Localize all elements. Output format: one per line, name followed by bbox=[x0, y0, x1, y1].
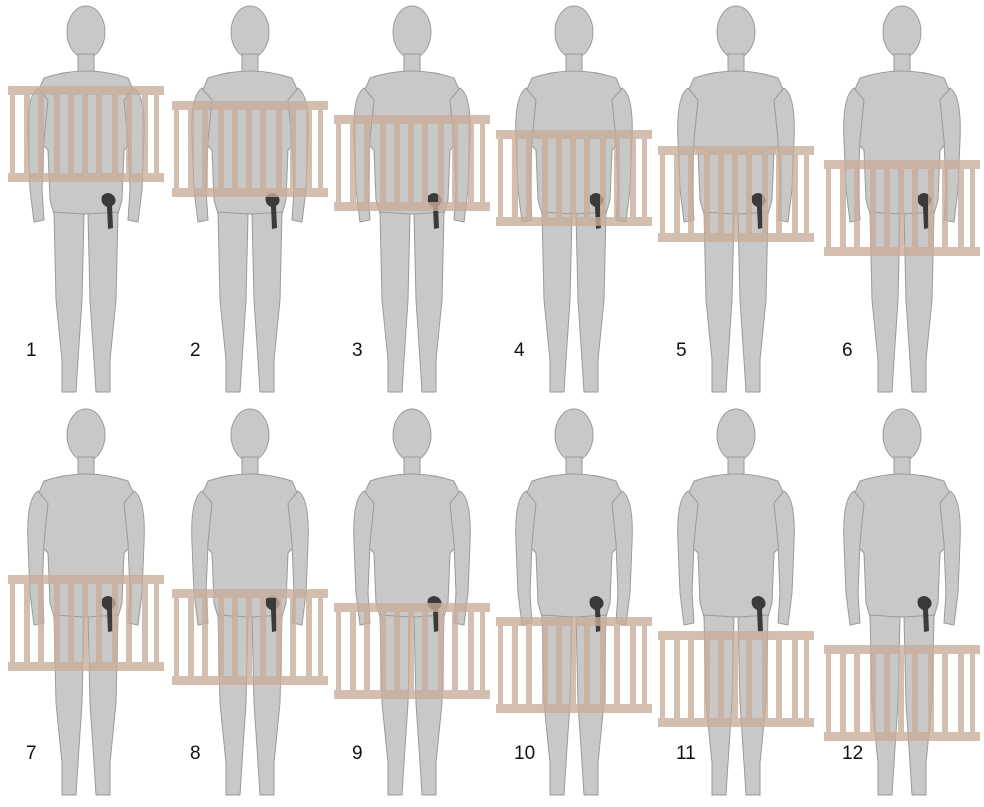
panel: 9 bbox=[330, 403, 494, 806]
panel: 11 bbox=[654, 403, 818, 806]
detector-frame bbox=[824, 645, 980, 741]
detector-frame bbox=[658, 631, 814, 727]
panel-number-label: 5 bbox=[676, 340, 687, 362]
panel-number-label: 9 bbox=[352, 743, 363, 765]
panel-number-label: 2 bbox=[190, 340, 201, 362]
body-silhouette bbox=[678, 409, 795, 795]
panel-number-label: 1 bbox=[26, 340, 37, 362]
panel: 12 bbox=[820, 403, 984, 806]
panel-number-label: 6 bbox=[842, 340, 853, 362]
detector-frame bbox=[334, 603, 490, 699]
detector-frame bbox=[496, 617, 652, 713]
body-silhouette bbox=[516, 409, 633, 795]
panel: 4 bbox=[492, 0, 656, 403]
body-silhouette bbox=[28, 6, 145, 392]
panel-number-label: 4 bbox=[514, 340, 525, 362]
panel: 10 bbox=[492, 403, 656, 806]
panel: 7 bbox=[4, 403, 168, 806]
panel: 3 bbox=[330, 0, 494, 403]
panel-number-label: 10 bbox=[514, 743, 535, 765]
panel-number-label: 7 bbox=[26, 743, 37, 765]
panel-number-label: 12 bbox=[842, 743, 863, 765]
body-silhouette bbox=[354, 409, 471, 795]
body-silhouette bbox=[192, 6, 309, 392]
panel: 2 bbox=[168, 0, 332, 403]
panel-number-label: 11 bbox=[676, 743, 696, 765]
panel-number-label: 3 bbox=[352, 340, 363, 362]
panel: 8 bbox=[168, 403, 332, 806]
panel: 1 bbox=[4, 0, 168, 403]
panel: 5 bbox=[654, 0, 818, 403]
panel-number-label: 8 bbox=[190, 743, 201, 765]
panel: 6 bbox=[820, 0, 984, 403]
